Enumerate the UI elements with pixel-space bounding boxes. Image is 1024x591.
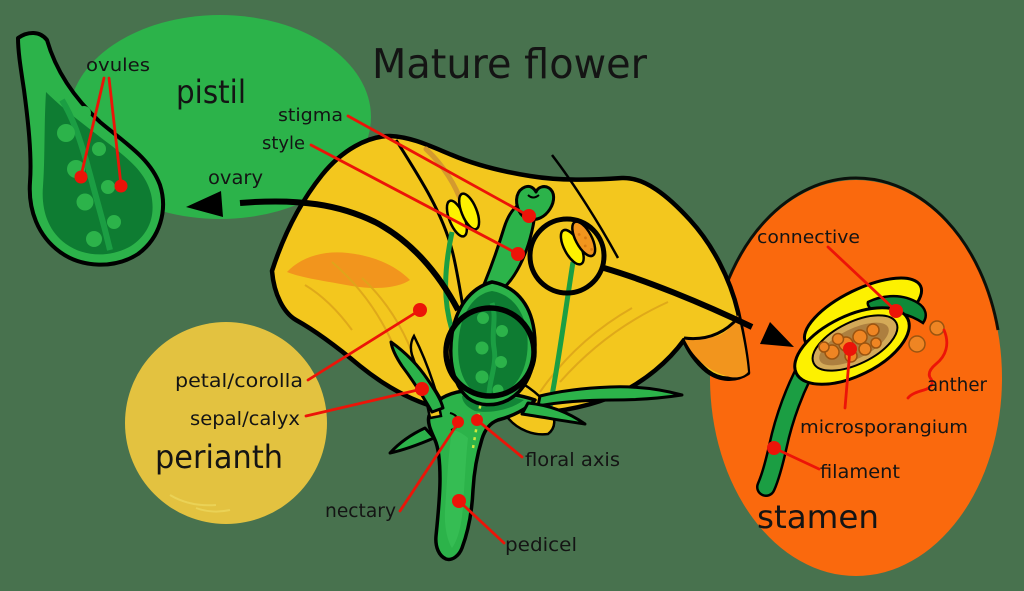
ovules-label: ovules bbox=[86, 55, 150, 76]
right-anther-pollen-dots bbox=[577, 233, 593, 251]
filament-dot bbox=[767, 441, 781, 455]
sepal-line bbox=[304, 387, 424, 418]
stigma-dot bbox=[522, 209, 536, 223]
pistil-label: pistil bbox=[176, 73, 246, 111]
diagram-title: Mature flower bbox=[372, 40, 647, 88]
ovules-dot-1 bbox=[74, 170, 88, 184]
ovules-line-2 bbox=[107, 76, 123, 187]
connective-line bbox=[826, 245, 898, 313]
style-label: style bbox=[262, 133, 305, 154]
microsporangium-label: microsporangium bbox=[800, 417, 968, 438]
sepals bbox=[388, 333, 684, 455]
floral-axis-line bbox=[475, 418, 524, 459]
pedicel-highlight bbox=[444, 430, 468, 548]
microsporangium-line bbox=[843, 347, 852, 410]
petal-corolla-label: petal/corolla bbox=[175, 370, 303, 392]
left-anther bbox=[445, 192, 481, 238]
stigma-label: stigma bbox=[278, 105, 343, 126]
anther-squiggle bbox=[906, 328, 949, 400]
style-line bbox=[309, 143, 520, 256]
connective-dot bbox=[889, 304, 903, 318]
sepal-lower-left bbox=[388, 426, 436, 455]
sepal-right-long bbox=[536, 385, 684, 408]
floral-axis-dot bbox=[471, 414, 483, 426]
nectary-dot bbox=[452, 416, 464, 428]
ovary-magnifier-circle bbox=[443, 305, 537, 399]
pedicel-label: pedicel bbox=[505, 534, 577, 556]
right-anther bbox=[559, 220, 597, 266]
nectary-label: nectary bbox=[325, 500, 396, 522]
leader-lines bbox=[74, 76, 903, 545]
pedicel-line bbox=[457, 499, 506, 545]
ovary-placenta bbox=[475, 302, 508, 396]
sepal-right-lower bbox=[520, 401, 587, 426]
perianth-label: perianth bbox=[155, 438, 283, 476]
pedicel-dot bbox=[452, 494, 466, 508]
sepal-left bbox=[389, 340, 445, 414]
style-dot bbox=[511, 247, 525, 261]
petal-underside-left bbox=[287, 252, 410, 288]
filament-label: filament bbox=[820, 461, 900, 483]
ovule-cluster bbox=[57, 98, 121, 251]
filament-line bbox=[772, 446, 821, 471]
pistil-cross-section bbox=[16, 31, 165, 267]
anther-zoom-arrow bbox=[603, 265, 794, 347]
petal-fold-line-right bbox=[551, 154, 620, 259]
sepal-calyx-label: sepal/calyx bbox=[190, 408, 300, 430]
stamen-label: stamen bbox=[757, 498, 879, 536]
floral-axis-label: floral axis bbox=[525, 449, 620, 471]
petal-underside-right bbox=[684, 315, 748, 378]
perianth-blob-texture bbox=[169, 494, 231, 513]
anther-magnifier-circle bbox=[527, 216, 607, 296]
connective-label: connective bbox=[757, 227, 860, 248]
ovules-line-1 bbox=[79, 76, 106, 178]
anther-label: anther bbox=[927, 374, 987, 396]
ovary-zoom-arrow bbox=[186, 191, 461, 312]
petal-dot bbox=[413, 303, 427, 317]
sepal-dot bbox=[415, 382, 429, 396]
ovary-label: ovary bbox=[208, 167, 263, 189]
perianth-callout-blob bbox=[125, 322, 327, 524]
petal-line bbox=[306, 308, 422, 382]
stigma-line bbox=[346, 114, 531, 218]
stigma-notch bbox=[527, 194, 540, 199]
stamen-blob-top-edge bbox=[712, 176, 1000, 331]
ovules-dot-2 bbox=[114, 179, 128, 193]
petal-curl-crease bbox=[683, 316, 740, 341]
microsporangium-dot bbox=[843, 342, 857, 356]
nectary-line bbox=[398, 421, 460, 513]
